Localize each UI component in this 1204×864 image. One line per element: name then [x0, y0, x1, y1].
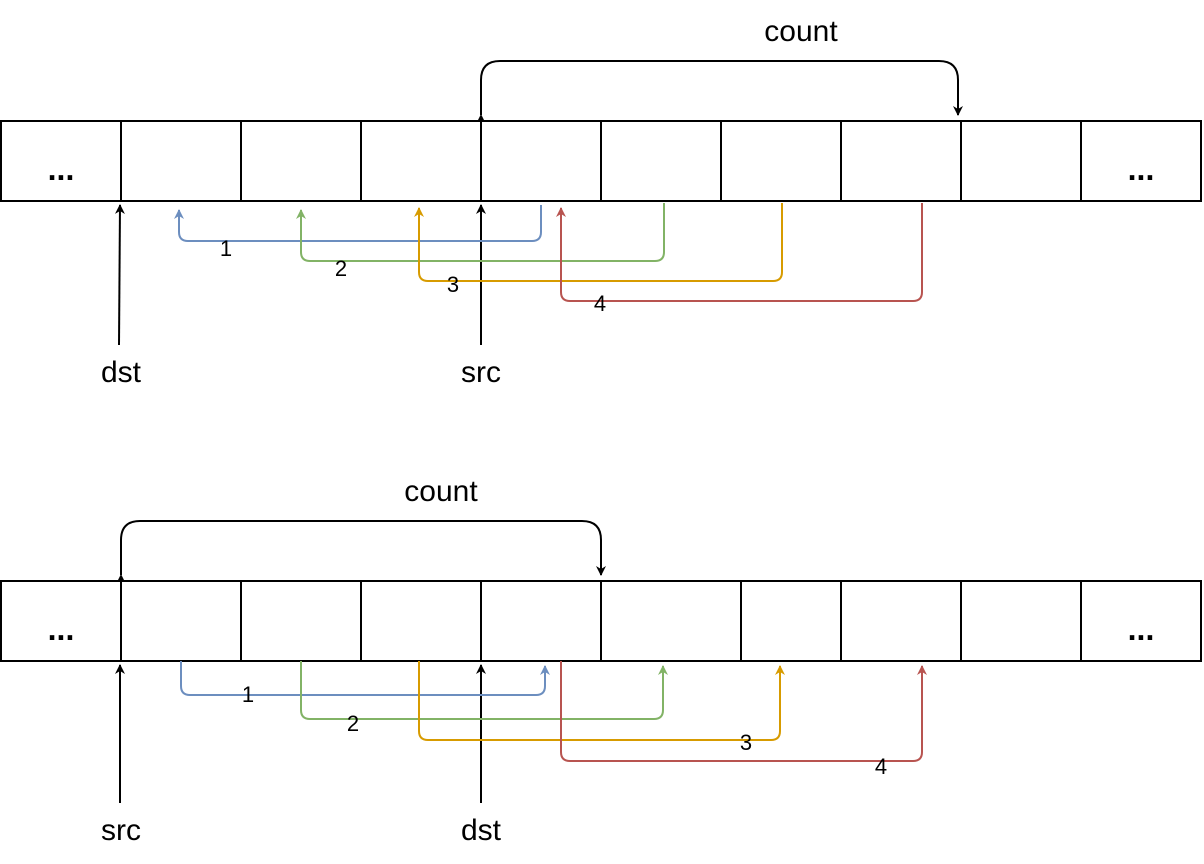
bottom-cell-3	[360, 580, 482, 662]
top-copy-arrow-1	[174, 205, 542, 242]
bottom-cell-4	[480, 580, 602, 662]
top-cell-0	[0, 120, 122, 202]
top-step-3: 3	[447, 272, 459, 297]
bottom-diagram: count ... ... src dst 1 2 3	[0, 475, 1202, 847]
bottom-memory-row: ... ...	[0, 580, 1202, 662]
top-cell-5	[600, 120, 722, 202]
top-step-2: 2	[335, 256, 347, 281]
top-cell-1	[120, 120, 242, 202]
bottom-src-label: src	[101, 814, 141, 847]
top-count-bracket	[476, 60, 963, 124]
top-memory-row: ... ...	[0, 120, 1202, 202]
top-dst-pointer-arrow	[114, 204, 125, 346]
top-copy-arrow-3	[414, 203, 783, 282]
bottom-step-3: 3	[740, 730, 752, 755]
bottom-cell-8	[960, 580, 1082, 662]
top-count-label: count	[764, 15, 838, 48]
bottom-cell-6	[740, 580, 842, 662]
bottom-dst-label: dst	[461, 814, 502, 847]
bottom-cell-7	[840, 580, 962, 662]
top-cell-9	[1080, 120, 1202, 202]
top-dst-label: dst	[101, 356, 142, 389]
top-copy-arrow-2	[296, 203, 665, 262]
bottom-count-label: count	[404, 475, 478, 508]
top-step-4: 4	[594, 291, 606, 316]
bottom-step-2: 2	[347, 711, 359, 736]
bottom-cell-5	[600, 580, 742, 662]
top-ellipsis-left: ...	[48, 151, 75, 187]
top-ellipsis-right: ...	[1128, 151, 1155, 187]
top-cell-8	[960, 120, 1082, 202]
bottom-copy-arrow-2	[300, 661, 668, 720]
top-cell-3	[360, 120, 482, 202]
bottom-cell-0	[0, 580, 122, 662]
bottom-cell-9	[1080, 580, 1202, 662]
bottom-copy-arrow-4	[560, 661, 927, 762]
bottom-step-1: 1	[242, 682, 254, 707]
bottom-ellipsis-right: ...	[1128, 611, 1155, 647]
top-cell-6	[720, 120, 842, 202]
bottom-cell-1	[120, 580, 242, 662]
bottom-copy-arrow-3	[418, 661, 785, 741]
bottom-cell-2	[240, 580, 362, 662]
top-step-1: 1	[220, 236, 232, 261]
bottom-copy-arrow-1	[180, 661, 550, 696]
top-cell-4	[480, 120, 602, 202]
top-cell-2	[240, 120, 362, 202]
bottom-step-4: 4	[875, 754, 887, 779]
bottom-count-bracket	[116, 520, 606, 584]
top-src-label: src	[461, 356, 501, 389]
top-cell-7	[840, 120, 962, 202]
top-copy-arrow-4	[556, 203, 923, 302]
top-diagram: count ... ... dst src 1 2 3	[0, 15, 1202, 389]
bottom-ellipsis-left: ...	[48, 611, 75, 647]
